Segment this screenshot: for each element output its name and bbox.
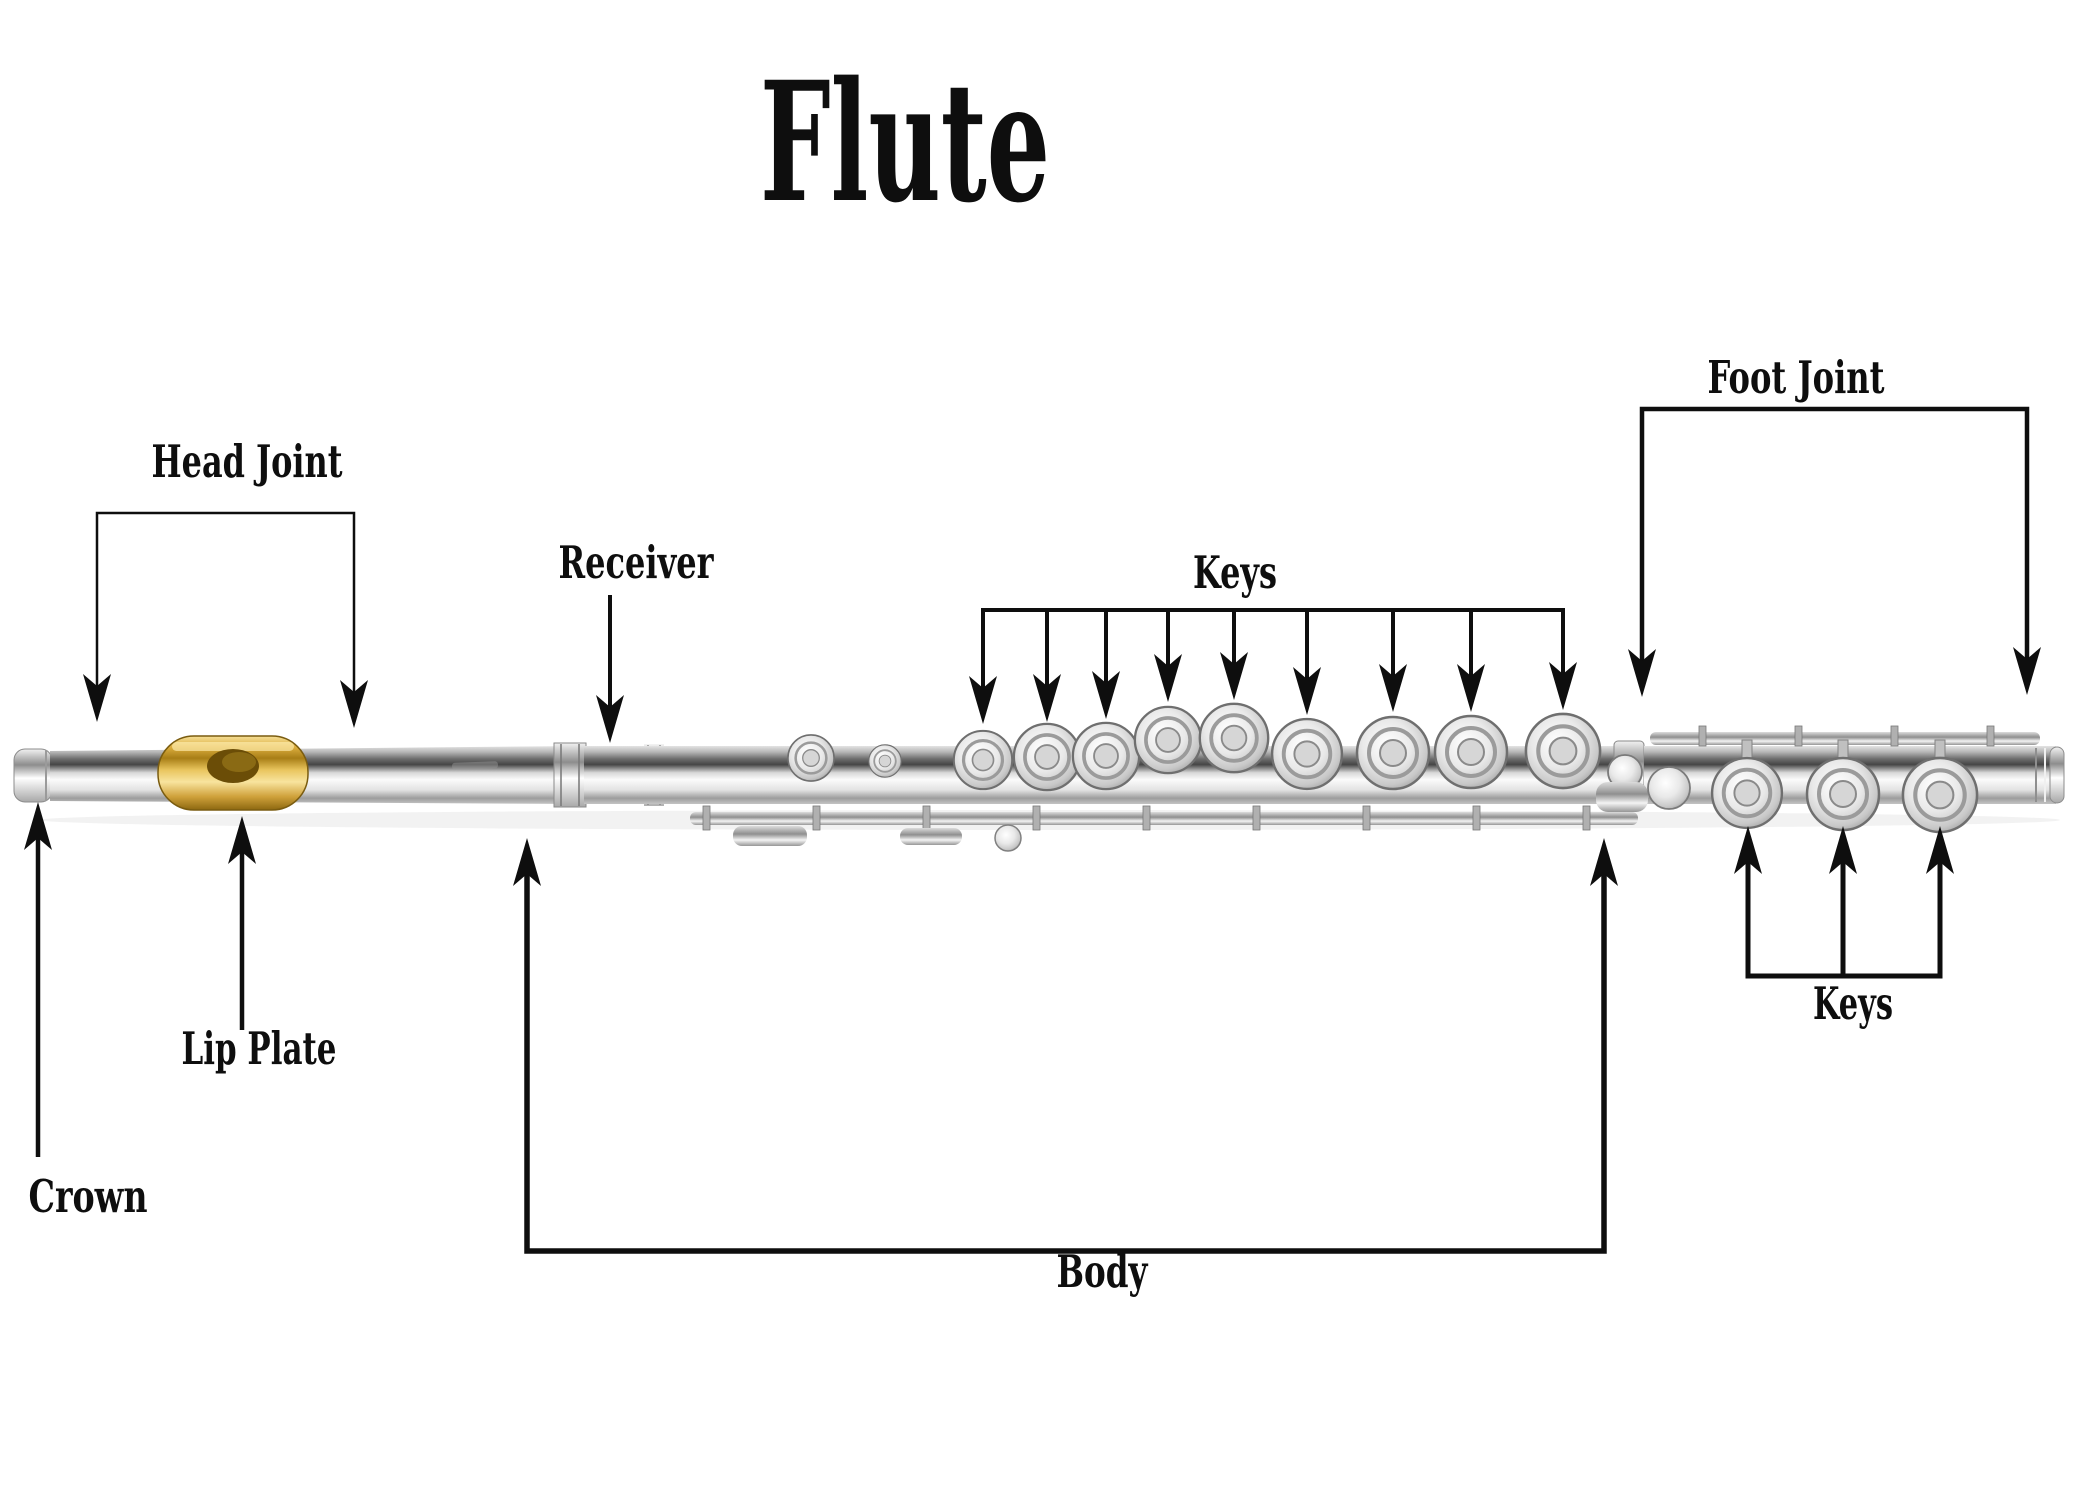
key-cup [1012, 722, 1082, 792]
key-cup [1805, 756, 1881, 832]
label-keys-upper: Keys [1193, 546, 1277, 599]
label-foot-joint: Foot Joint [1708, 351, 1885, 404]
key-cup [1903, 758, 1977, 832]
key-cup [1270, 717, 1344, 791]
bracket-foot-joint [1628, 406, 2041, 697]
key-cup [1710, 756, 1784, 830]
label-body: Body [1057, 1245, 1149, 1298]
key-cup [1355, 715, 1431, 791]
label-receiver: Receiver [559, 536, 715, 589]
flute-head-joint-tube [50, 746, 578, 804]
key-cup [952, 729, 1014, 791]
bracket-head-joint [83, 511, 368, 728]
key-cup [1526, 714, 1600, 788]
label-keys-lower: Keys [1813, 977, 1893, 1030]
bracket-keys-lower [1734, 826, 1954, 979]
key-cup [1197, 701, 1271, 775]
bracket-body [513, 838, 1618, 1254]
label-lip-plate: Lip Plate [182, 1022, 337, 1075]
flute-crown [13, 748, 53, 803]
label-crown: Crown [29, 1170, 148, 1223]
key-cup [1133, 705, 1203, 775]
page-title: Flute [760, 45, 1050, 239]
bracket-keys-upper [969, 608, 1577, 724]
flute-foot-keys [1710, 756, 1977, 832]
key-cup [867, 743, 903, 779]
key-cup [1433, 714, 1509, 790]
flute-foot-joint [1596, 725, 2065, 832]
engraving-mark [452, 761, 499, 770]
callouts [24, 406, 2041, 1254]
label-head-joint: Head Joint [152, 435, 343, 488]
key-cup [786, 733, 836, 783]
key-cup [1071, 721, 1141, 791]
flute-illustration [13, 701, 2065, 852]
flute-lip-plate [157, 735, 309, 811]
